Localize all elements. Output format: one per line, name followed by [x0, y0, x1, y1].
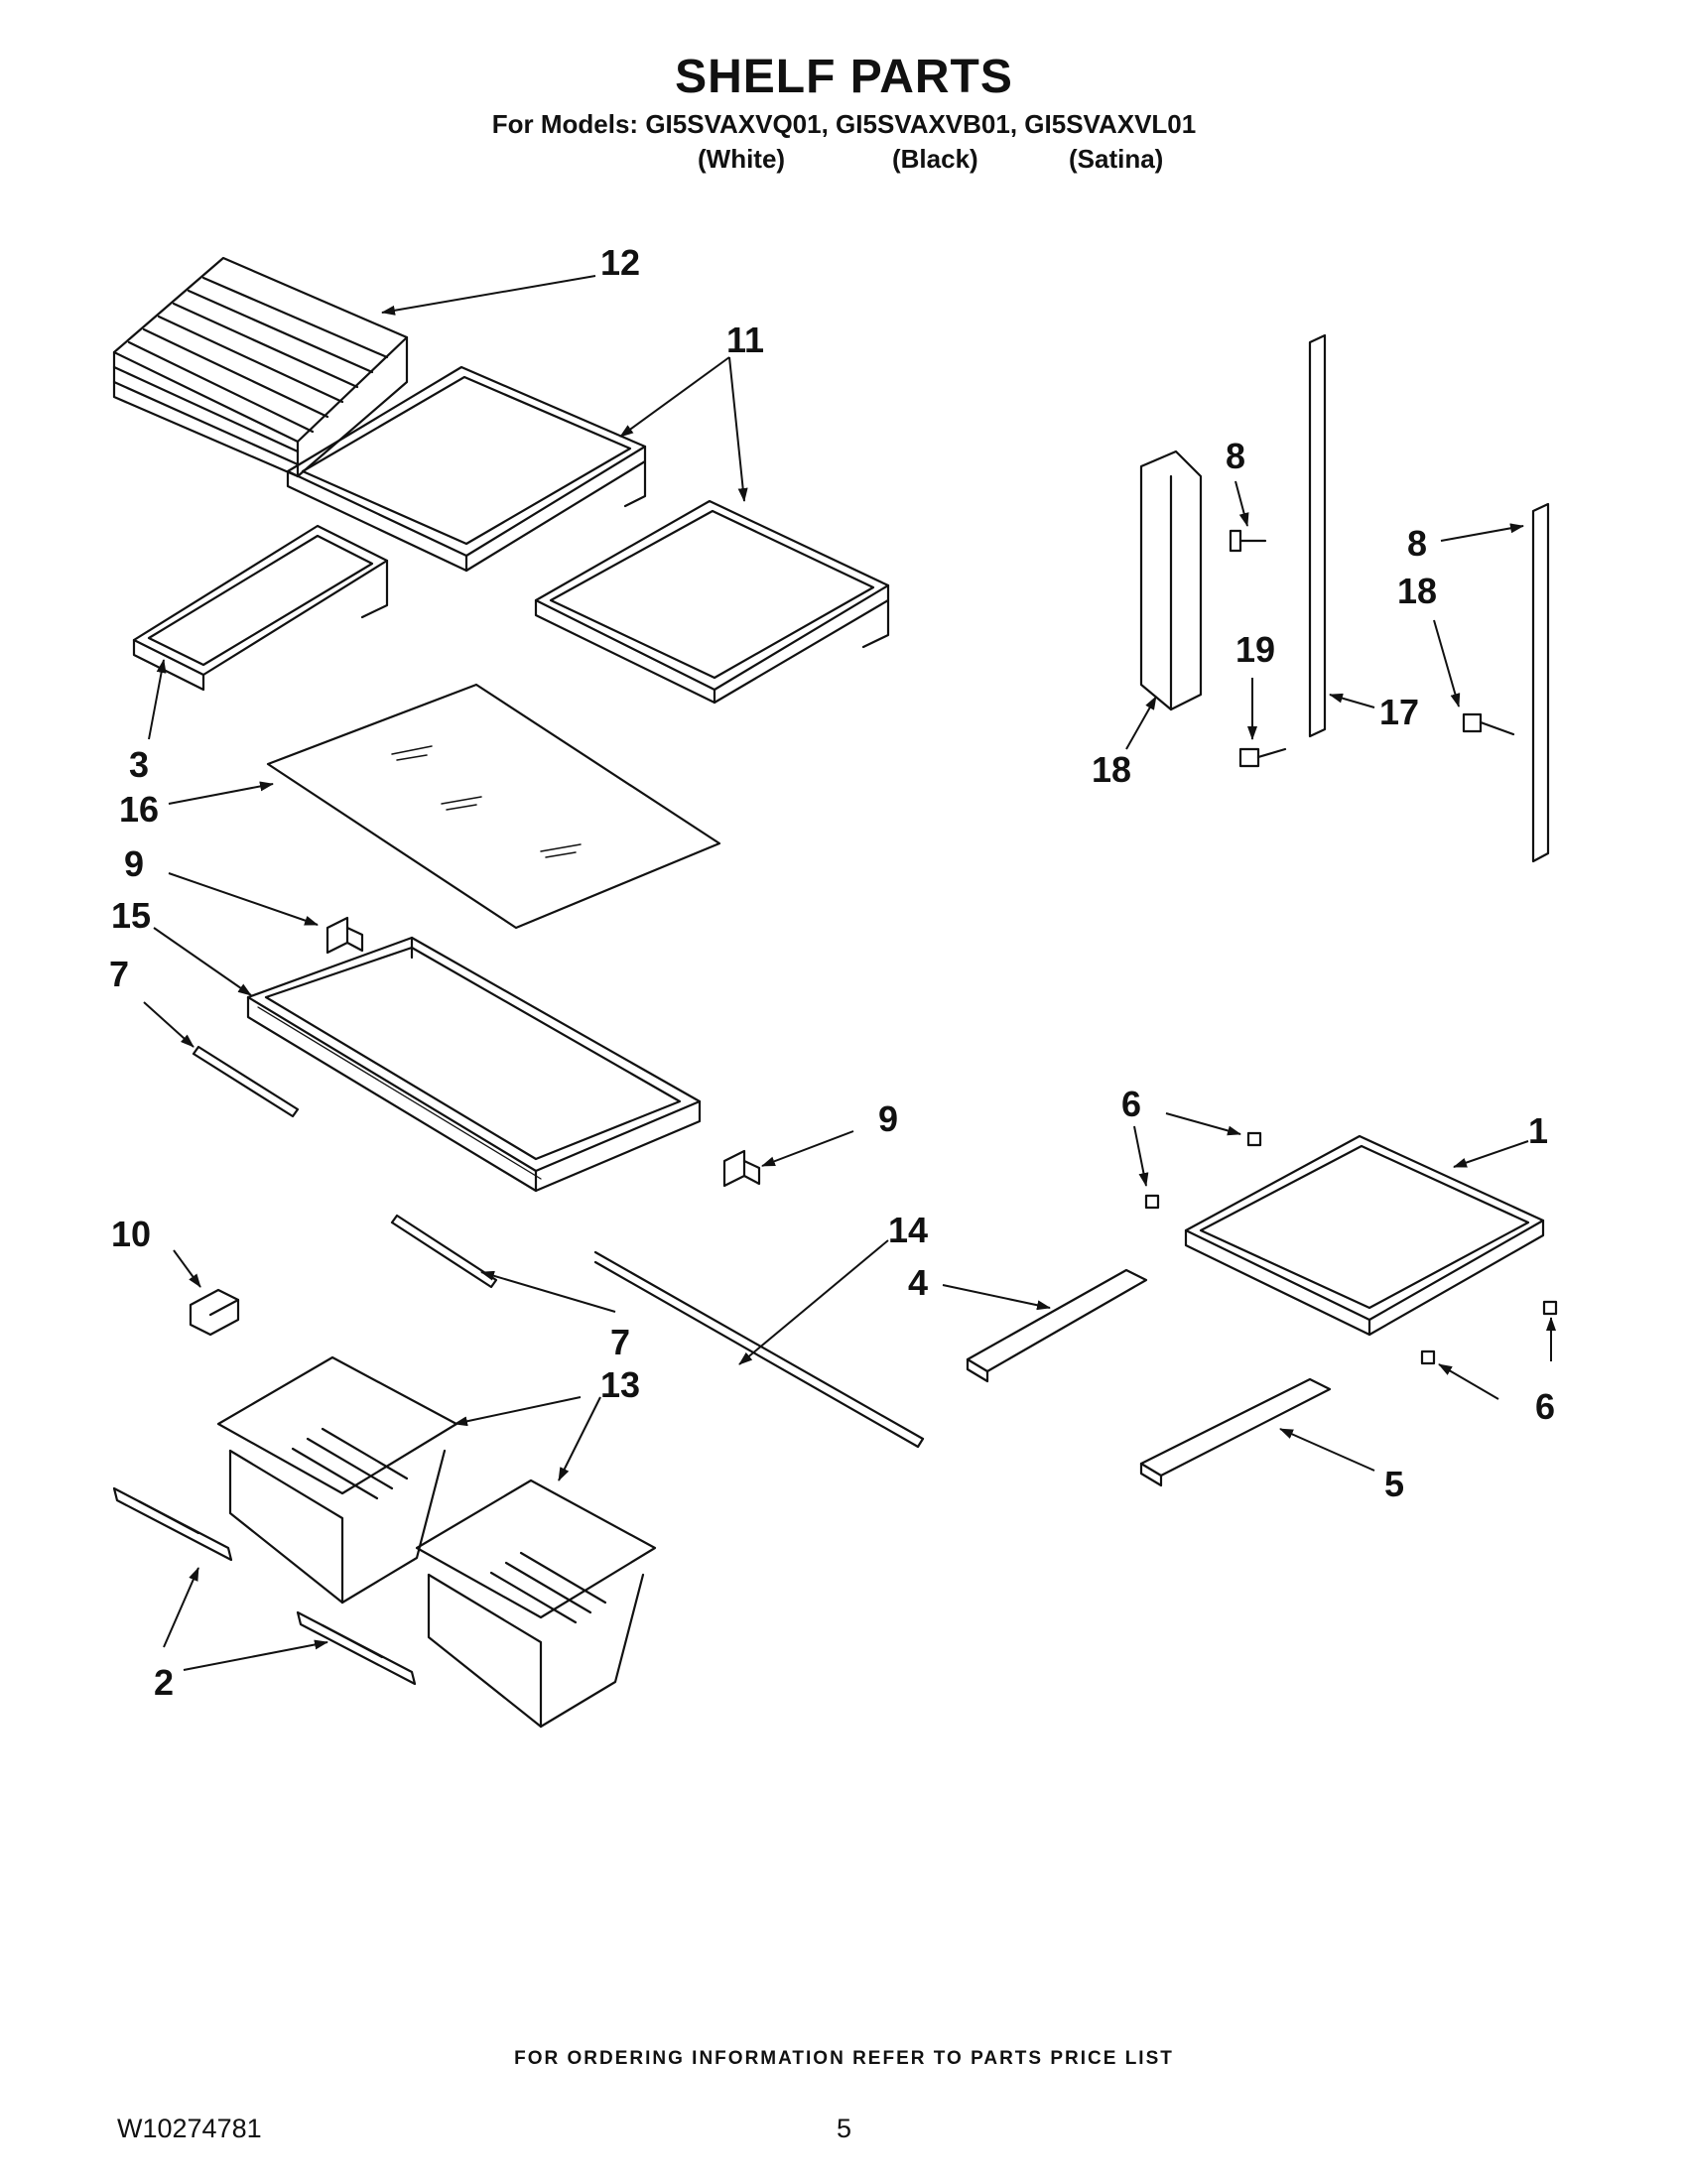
side-rail-left-part — [966, 1268, 1148, 1383]
wire-basket-part — [112, 256, 409, 478]
slide-rail-lower-part — [390, 1214, 498, 1289]
screw-a-part — [1229, 529, 1267, 553]
callout-6-lower: 6 — [1535, 1386, 1555, 1427]
leader-lines — [143, 275, 1556, 1671]
callout-18-right: 18 — [1397, 571, 1437, 611]
variant-white: (White) — [698, 144, 786, 174]
callout-9-lower: 9 — [878, 1098, 898, 1139]
callout-16: 16 — [119, 789, 159, 830]
shelf-frame-part — [246, 936, 702, 1193]
callout-12: 12 — [600, 242, 640, 283]
crisper-bin-a-part — [216, 1355, 458, 1605]
page-title: SHELF PARTS — [675, 51, 1013, 103]
bracket-left-part — [1139, 450, 1203, 711]
callout-17: 17 — [1379, 692, 1419, 732]
rod-part — [593, 1250, 925, 1449]
callout-4: 4 — [908, 1262, 928, 1303]
page-number: 5 — [837, 2114, 852, 2143]
slide-rail-left-part — [192, 1045, 300, 1118]
callout-3: 3 — [129, 744, 149, 785]
callout-15: 15 — [111, 895, 151, 936]
callout-10: 10 — [111, 1214, 151, 1254]
callout-18-left: 18 — [1092, 749, 1131, 790]
side-rail-right-part — [1139, 1377, 1332, 1487]
callout-5: 5 — [1384, 1464, 1404, 1504]
callout-8-right: 8 — [1407, 523, 1427, 564]
upper-shelf-b-part — [534, 499, 890, 705]
upper-shelf-a-part — [286, 365, 647, 573]
callout-6-upper: 6 — [1121, 1084, 1141, 1124]
right-shelf-part — [1184, 1134, 1545, 1337]
callout-11: 11 — [726, 320, 764, 360]
shelf-screws-part — [1144, 1131, 1558, 1365]
callout-9-upper: 9 — [124, 843, 144, 884]
models-subtitle: For Models: GI5SVAXVQ01, GI5SVAXVB01, GI… — [491, 109, 1197, 139]
callout-13: 13 — [600, 1364, 640, 1405]
document-number: W10274781 — [117, 2114, 262, 2143]
variant-satina: (Satina) — [1069, 144, 1164, 174]
callout-2: 2 — [154, 1662, 174, 1703]
variant-black: (Black) — [892, 144, 978, 174]
end-cap-lower-part — [722, 1149, 761, 1188]
callout-8-upper: 8 — [1226, 436, 1245, 476]
screw-c-part — [1462, 712, 1515, 736]
callout-14: 14 — [888, 1210, 928, 1250]
clip-part — [189, 1288, 240, 1337]
small-shelf-part — [132, 524, 389, 692]
ordering-note: FOR ORDERING INFORMATION REFER TO PARTS … — [514, 2048, 1174, 2069]
bin-handle-a-part — [112, 1486, 233, 1562]
callout-7-lower: 7 — [610, 1322, 630, 1362]
right-rail-part — [1531, 502, 1550, 863]
bin-handle-b-part — [296, 1610, 417, 1686]
callout-1: 1 — [1528, 1110, 1548, 1151]
end-cap-upper-part — [325, 916, 364, 955]
callout-7-left: 7 — [109, 954, 129, 994]
crisper-bin-b-part — [415, 1478, 657, 1729]
screw-b-part — [1238, 747, 1287, 768]
callout-19: 19 — [1235, 629, 1275, 670]
glass-panel-part — [266, 683, 721, 930]
vertical-rail-part — [1308, 333, 1327, 738]
